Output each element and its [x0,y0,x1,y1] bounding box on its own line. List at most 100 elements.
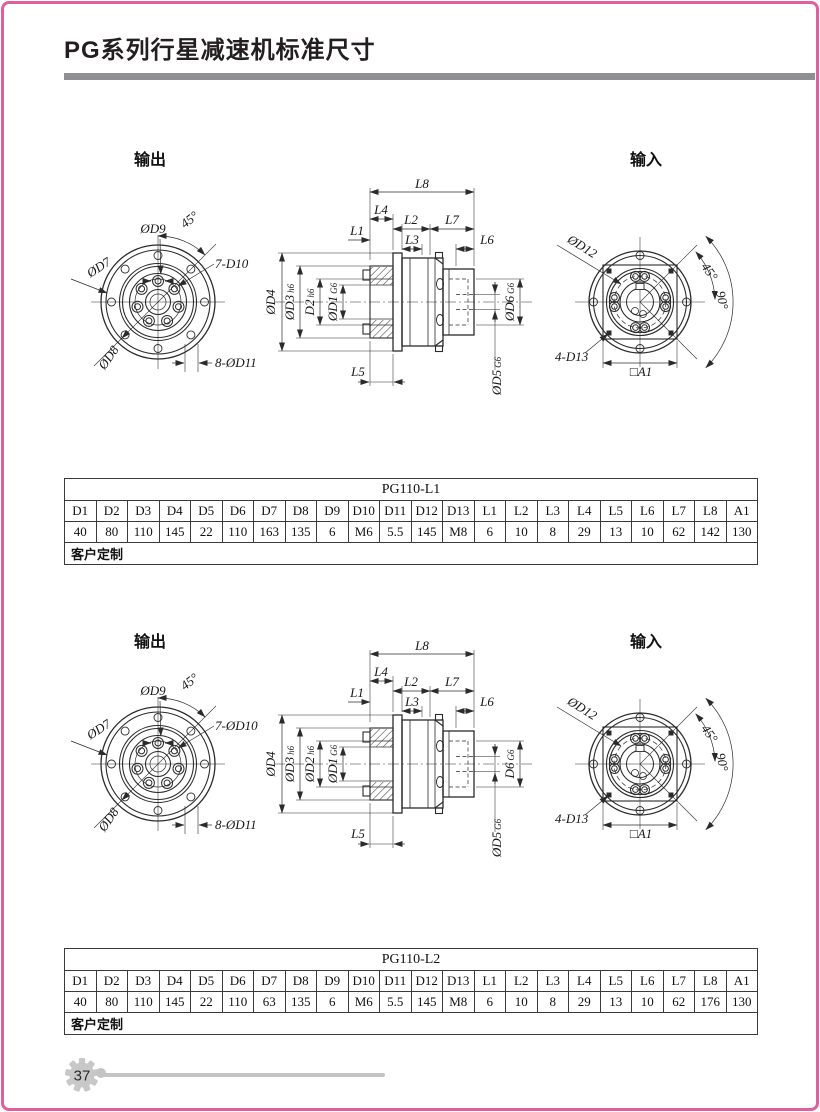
table-cell: 145 [158,521,191,543]
dim-d5-main: ØD5 [489,831,504,858]
table-cell: D1 [64,500,97,522]
table-cell: D4 [158,970,191,992]
table-cell: 62 [662,991,695,1013]
dim-label-d8: ØD8 [94,342,122,373]
dim-label-l2: L2 [403,674,418,689]
dim-label-d3: ØD3h6 [282,745,297,783]
table-cell: 6 [473,991,506,1013]
table-cell: D13 [442,500,475,522]
cross-section-geometry [274,188,532,386]
table-note-row: 客户定制 [64,1012,758,1035]
dim-d5-main: ØD5 [489,369,504,396]
table-cell: D11 [379,970,412,992]
table-cell: L4 [568,970,601,992]
table-cell: 145 [158,991,191,1013]
gear-icon: 37 [64,1058,100,1092]
section2-input-label: 输入 [630,634,663,651]
dim-label-d6: ØD6G6 [502,282,517,322]
dim-label-8-d11: 8-ØD11 [215,817,257,832]
table-cell: D2 [95,500,128,522]
table-cell: M6 [347,991,380,1013]
table-cell: 22 [190,521,223,543]
table-cell: 130 [725,991,758,1013]
table-note: 客户定制 [64,1012,758,1035]
table-cell: D7 [253,970,286,992]
dim-d2-main: D2 [302,299,317,316]
table-cell: 10 [505,991,538,1013]
table-cell: 29 [568,521,601,543]
table-cell: D2 [95,970,128,992]
table-cell: 6 [473,521,506,543]
section2-cross-section-drawing: L8 L4 L2 L7 L1 L3 L6 L5 ØD4 ØD3h6 ØD2h6 … [263,638,540,858]
table-cell: M8 [442,521,475,543]
dim-label-d7: ØD7 [83,254,114,281]
table-cell: D8 [284,970,317,992]
table-cell: 110 [127,521,160,543]
table-cell: L3 [536,500,569,522]
table-cell: L7 [662,500,695,522]
page-number-gear: 37 [64,1058,100,1092]
footer-decorative-line [103,1073,385,1077]
dim-label-l7: L7 [444,674,459,689]
section2-output-dim-labels: ØD9 45° ØD7 7-ØD10 ØD8 8-ØD11 [83,670,258,835]
section2-output-view-drawing: ØD9 45° ØD7 7-ØD10 ØD8 8-ØD11 [65,670,258,835]
table-cell: M6 [347,521,380,543]
dim-d6-fit: G6 [506,749,516,760]
table-cell: L3 [536,970,569,992]
dim-label-d6: D6G6 [502,749,517,779]
dim-label-d7: ØD7 [83,716,114,743]
table-cell: 110 [221,991,254,1013]
section1-input-view-drawing: ØD12 45° 90° 4-D13 □A1 [555,231,790,379]
table-cell: 6 [316,521,349,543]
section1-input-label: 输入 [630,152,663,169]
table-cell: 40 [64,991,97,1013]
table-cell: L7 [662,970,695,992]
table-cell: D1 [64,970,97,992]
dim-label-l6: L6 [479,694,494,709]
dim-label-4-d13: 4-D13 [555,349,589,364]
table-cell: 80 [95,991,128,1013]
table-cell: L2 [505,500,538,522]
table-cell: 8 [536,991,569,1013]
dim-d1-main: ØD1 [325,296,340,322]
dim-label-d3: ØD3h6 [282,283,297,321]
page-title: PG系列行星减速机标准尺寸 [64,37,376,64]
table-cell: D6 [221,500,254,522]
page-number: 37 [74,1068,91,1085]
dim-d1-fit: G6 [329,282,339,293]
dim-label-45deg: 45° [177,670,201,693]
table-cell: D9 [316,970,349,992]
footer-line-dot [96,1068,106,1078]
table-cell: A1 [725,500,758,522]
dim-d3-main: ØD3 [282,294,297,321]
dim-label-d4: ØD4 [263,751,278,778]
dim-label-l1: L1 [349,223,364,238]
table-cell: L5 [599,500,632,522]
table-cell: L8 [694,970,727,992]
table-cell: L5 [599,970,632,992]
dim-d3-fit: h6 [286,745,296,755]
table-cell: 10 [505,521,538,543]
table-cell: 145 [410,521,443,543]
table-cell: 13 [599,521,632,543]
dim-label-l5: L5 [350,364,365,379]
dim-label-l8: L8 [414,638,429,653]
table-cell: D11 [379,500,412,522]
dim-d5-fit: G6 [493,818,503,829]
table-note: 客户定制 [64,542,758,565]
table-cell: 80 [95,521,128,543]
table-cell: L8 [694,500,727,522]
table-cell: 10 [631,521,664,543]
dim-label-d1: ØD1G6 [325,282,340,322]
section2-output-label: 输出 [134,634,167,651]
dim-label-d4: ØD4 [263,289,278,316]
dim-label-a1: □A1 [630,364,652,379]
dim-d2-fit: h6 [306,745,316,755]
table-cell: 176 [694,991,727,1013]
